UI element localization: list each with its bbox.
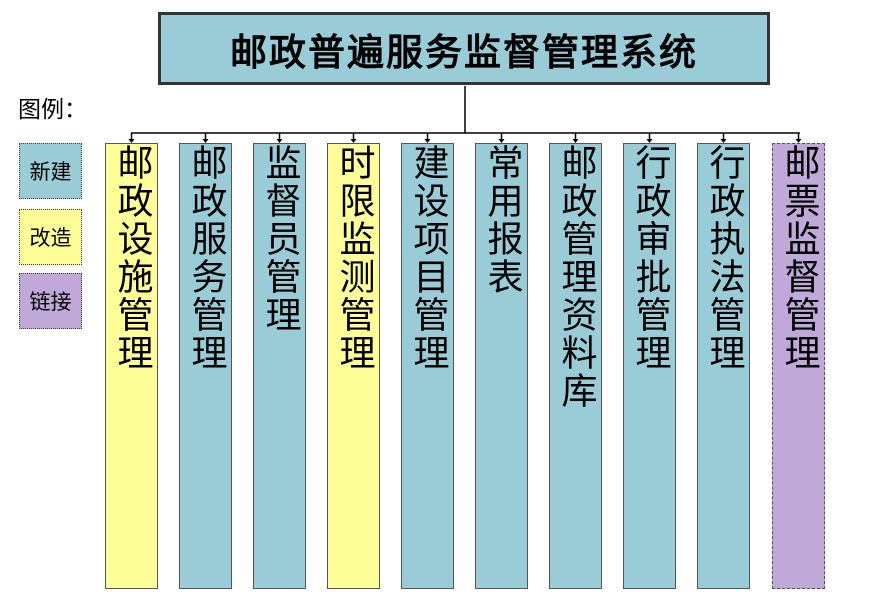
module-admin-enforcement[interactable]: 行政执法管理 [697, 143, 750, 589]
branch-arrow [424, 139, 431, 143]
system-title-text: 邮政普遍服务监督管理系统 [230, 30, 698, 74]
legend-link: 链接 [19, 273, 82, 329]
module-admin-approval[interactable]: 行政审批管理 [623, 143, 676, 589]
module-postal-database[interactable]: 邮政管理资料库 [549, 143, 602, 589]
branch-arrow [202, 139, 209, 143]
branch-arrow [350, 139, 357, 143]
module-postal-service[interactable]: 邮政服务管理 [179, 143, 232, 589]
branch-arrow [128, 139, 135, 143]
module-stamp-supervision[interactable]: 邮票监督管理 [772, 143, 825, 589]
module-postal-facility[interactable]: 邮政设施管理 [105, 143, 158, 589]
system-title: 邮政普遍服务监督管理系统 [158, 12, 770, 85]
module-time-monitoring[interactable]: 时限监测管理 [327, 143, 380, 589]
module-label: 邮票监督管理 [778, 144, 820, 372]
module-label: 监督员管理 [259, 144, 301, 334]
module-label: 行政执法管理 [703, 144, 745, 372]
module-common-reports[interactable]: 常用报表 [475, 143, 528, 589]
branch-arrow [646, 139, 653, 143]
legend-title: 图例： [18, 97, 87, 123]
branch-arrow [276, 139, 283, 143]
module-label: 邮政管理资料库 [555, 144, 597, 410]
branch-arrow [498, 139, 505, 143]
branch-arrow [795, 139, 802, 143]
branch-arrow [720, 139, 727, 143]
legend-renovate-label: 改造 [29, 226, 72, 250]
legend-new: 新建 [19, 143, 82, 199]
module-label: 行政审批管理 [629, 144, 671, 372]
module-label: 邮政设施管理 [111, 144, 153, 372]
module-supervisor[interactable]: 监督员管理 [253, 143, 306, 589]
legend-new-label: 新建 [29, 160, 72, 184]
module-label: 邮政服务管理 [185, 144, 227, 372]
module-label: 建设项目管理 [407, 144, 449, 372]
branch-arrow [572, 139, 579, 143]
module-label: 常用报表 [481, 144, 523, 296]
legend-renovate: 改造 [19, 209, 82, 265]
module-label: 时限监测管理 [333, 144, 375, 372]
legend-link-label: 链接 [29, 290, 72, 314]
module-construction-project[interactable]: 建设项目管理 [401, 143, 454, 589]
